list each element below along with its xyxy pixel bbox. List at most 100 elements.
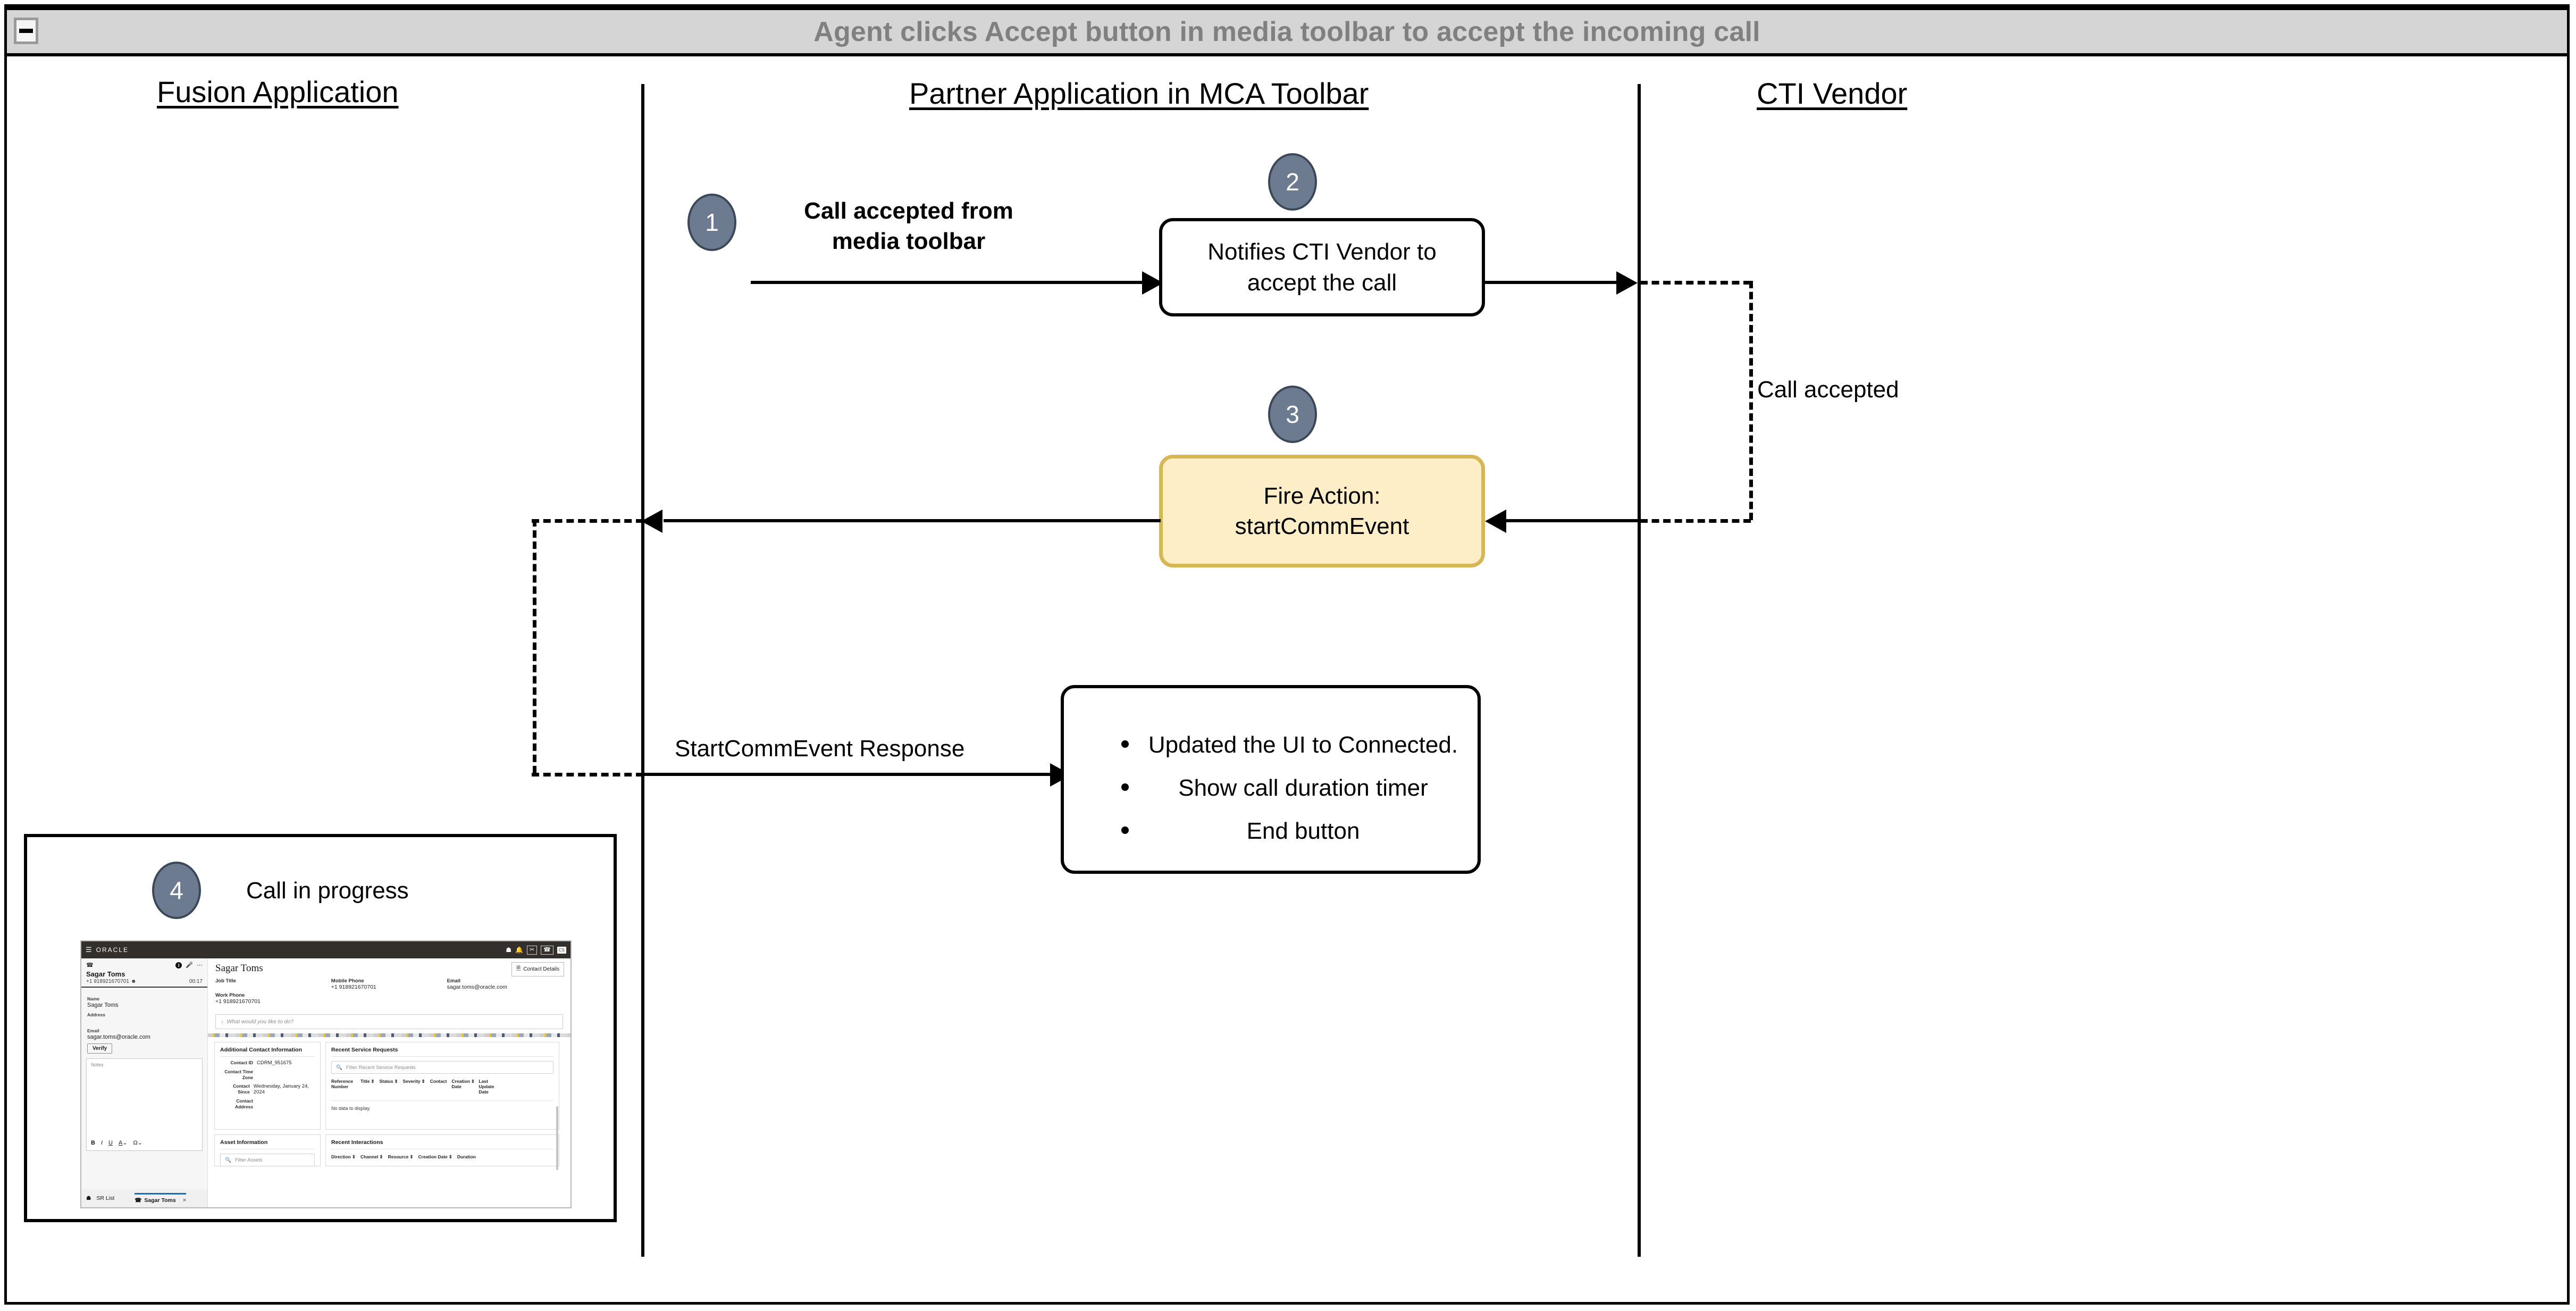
col-title[interactable]: Title⇕ [360, 1079, 375, 1084]
text-color-icon[interactable]: A⌄ [118, 1140, 128, 1146]
col-resource[interactable]: Resource⇕ [388, 1154, 414, 1159]
col-status[interactable]: Status⇕ [379, 1079, 398, 1084]
contact-title: Sagar Toms [215, 963, 263, 974]
step-number-3: 3 [1286, 400, 1299, 428]
recent-interactions-title: Recent Interactions [331, 1139, 553, 1149]
key-contact-since: Contact Since [233, 1083, 250, 1095]
edge-3b-arrow [641, 510, 662, 533]
filter-service-requests-input[interactable]: 🔍 Filter Recent Service Requests [331, 1061, 553, 1074]
vertical-scrollbar[interactable] [556, 1106, 558, 1170]
notes-placeholder: Notes [91, 1062, 104, 1067]
filter-assets-input[interactable]: 🔍 Filter Assets [220, 1154, 315, 1166]
more-options-icon[interactable]: ⋯ [197, 962, 203, 968]
recent-service-requests-title: Recent Service Requests [331, 1047, 553, 1057]
main-value-work-phone: +1 918921670701 [215, 998, 261, 1005]
step-1-caption-line2: media toolbar [832, 228, 986, 254]
edge-3a-arrow [1485, 510, 1506, 533]
diagram-title-bar: Agent clicks Accept button in media tool… [7, 7, 2567, 56]
toolbar-contact-phone: +1 918921670701 [86, 979, 129, 984]
tab-sagar-toms[interactable]: ☎ Sagar Toms × [135, 1193, 187, 1204]
minimize-icon[interactable] [14, 18, 38, 44]
italic-icon[interactable]: I [100, 1139, 103, 1146]
lane-divider-fusion-partner [641, 84, 644, 1257]
val-contact-id: CDRM_951675 [257, 1060, 292, 1066]
key-contact-address: Contact Address [234, 1098, 253, 1109]
chevron-right-icon: › [221, 1018, 223, 1025]
service-requests-empty-text: No data to display. [331, 1100, 553, 1111]
col-last-update-date: Last Update Date [479, 1079, 494, 1095]
tab-sr-list[interactable]: SR List [96, 1195, 115, 1201]
step-circle-1: 1 [687, 194, 736, 251]
col-creation-date[interactable]: Creation Date⇕ [451, 1079, 475, 1090]
main-label-mobile-phone: Mobile Phone [331, 978, 364, 984]
recent-service-requests-card: Recent Service Requests 🔍 Filter Recent … [325, 1042, 559, 1170]
step-1-caption-line1: Call accepted from [804, 198, 1013, 224]
avatar[interactable]: CS [557, 946, 566, 954]
main-value-mobile-phone: +1 918921670701 [331, 984, 376, 990]
col-reference-number: Reference Number [331, 1079, 354, 1090]
contact-card-icon: 🖹 [516, 966, 521, 972]
fire-action-box: Fire Action: startCommEvent [1159, 455, 1485, 567]
lane-title-partner: Partner Application in MCA Toolbar [909, 77, 1369, 110]
microphone-icon[interactable]: 🎤 [186, 962, 193, 968]
notes-toolbar: B I U A⌄ Ω⌄ [91, 1139, 142, 1147]
result-bullet-2: End button [1121, 816, 1463, 846]
bold-icon[interactable]: B [91, 1139, 95, 1146]
asset-information-title: Asset Information [220, 1139, 315, 1149]
step-number-2: 2 [1286, 168, 1299, 196]
toolbar-header: ☎ i 🎤 ⋯ Sagar Toms +1 918921670701 ☻ 00:… [81, 958, 207, 988]
additional-contact-title: Additional Contact Information [220, 1047, 315, 1057]
fusion-dash-top [532, 519, 643, 523]
edge-2-arrow [1616, 271, 1638, 295]
verify-button[interactable]: Verify [87, 1043, 113, 1054]
fire-action-line2: startCommEvent [1235, 513, 1409, 539]
notes-editor[interactable]: Notes B I U A⌄ Ω⌄ [86, 1058, 203, 1151]
phone-icon[interactable]: ☎ [541, 945, 553, 955]
underline-icon[interactable]: U [108, 1139, 113, 1146]
step-circle-3: 3 [1268, 386, 1317, 443]
app-topbar: ☰ ORACLE ☗ 🔔 ✂ ☎ CS [81, 941, 570, 958]
hamburger-icon[interactable]: ☰ [86, 946, 92, 954]
contact-details-button[interactable]: 🖹 Contact Details [511, 962, 564, 976]
contact-hero: Sagar Toms 🖹 Contact Details Job Title W… [208, 958, 570, 1010]
call-duration-timer: 00:17 [189, 979, 203, 984]
field-label-name: Name [87, 996, 100, 1001]
bell-icon[interactable]: 🔔 [515, 946, 523, 954]
scissors-icon[interactable]: ✂ [526, 945, 538, 955]
lane-title-fusion: Fusion Application [157, 75, 399, 108]
edge-call-accepted-label: Call accepted [1757, 377, 1899, 403]
ask-input[interactable]: › What would you like to do? [215, 1014, 563, 1029]
home-icon[interactable]: ☗ [506, 946, 511, 954]
col-channel[interactable]: Channel⇕ [360, 1154, 383, 1159]
page-title: Agent clicks Accept button in media tool… [813, 16, 1760, 47]
result-bullet-0: Updated the UI to Connected. [1121, 730, 1463, 760]
key-contact-id: Contact ID [230, 1060, 254, 1065]
main-label-job-title: Job Title [215, 978, 236, 984]
decorative-stripe [208, 1033, 570, 1037]
result-bullet-1: Show call duration timer [1121, 773, 1463, 803]
col-direction[interactable]: Direction⇕ [331, 1154, 356, 1159]
main-value-job-title [215, 984, 331, 990]
edge-4-line [641, 773, 1054, 776]
toolbar-fields: Name Sagar Toms Address Email sagar.toms… [81, 988, 207, 1054]
cti-return-dash-top [1640, 281, 1751, 285]
lane-divider-partner-cti [1638, 84, 1641, 1257]
special-char-icon[interactable]: Ω⌄ [133, 1140, 142, 1146]
key-contact-time-zone: Contact Time Zone [224, 1069, 253, 1080]
ask-placeholder: What would you like to do? [226, 1018, 294, 1025]
service-requests-table-header: Reference Number Title⇕ Status⇕ Severity… [331, 1079, 553, 1095]
content-cards-row1: Additional Contact Information Contact I… [208, 1037, 570, 1170]
step-circle-2: 2 [1268, 153, 1317, 211]
phone-handset-icon: ☎ [86, 962, 94, 968]
edge-startcommevent-label: StartCommEvent Response [675, 736, 965, 762]
home-outline-icon: ☗ [86, 1195, 91, 1201]
filter-assets-placeholder: Filter Assets [234, 1157, 263, 1163]
content-cards-row2: Asset Information 🔍 Filter Assets Recent… [208, 1130, 570, 1166]
close-icon[interactable]: × [182, 1197, 187, 1204]
contact-details-label: Contact Details [523, 966, 559, 972]
col-severity[interactable]: Severity⇕ [402, 1079, 425, 1084]
col-interactions-creation-date[interactable]: Creation Date⇕ [418, 1154, 452, 1159]
step-number-1: 1 [705, 208, 719, 236]
search-icon: 🔍 [225, 1157, 231, 1163]
info-icon[interactable]: i [175, 962, 182, 968]
